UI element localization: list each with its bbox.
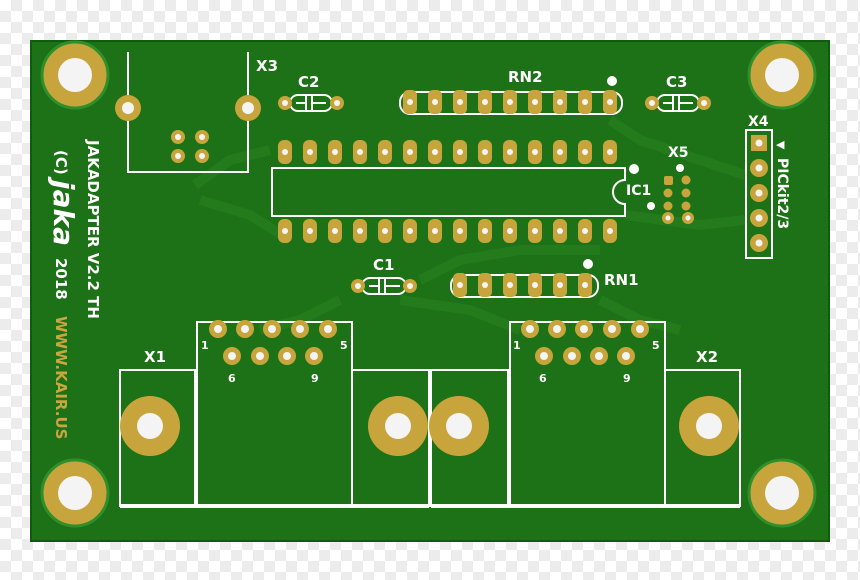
- connector-x1: [119, 320, 430, 508]
- x1-pin6-label: 6: [228, 372, 236, 385]
- ic1-package: [271, 140, 639, 243]
- x1-pin1-label: 1: [201, 339, 209, 352]
- connector-x4: [745, 129, 773, 259]
- label-x3: X3: [256, 57, 278, 75]
- url-text: WWW.KAIR.US: [52, 316, 70, 439]
- capacitor-c1: [351, 277, 417, 295]
- label-x5: X5: [668, 145, 689, 161]
- label-ic1: IC1: [626, 183, 651, 199]
- label-c2: C2: [298, 73, 319, 91]
- label-c3: C3: [666, 73, 687, 91]
- brand-logo-text: jaka: [47, 176, 80, 246]
- x2-pin9-label: 9: [623, 372, 631, 385]
- copyright-text: (C): [52, 150, 70, 175]
- x2-pin6-label: 6: [539, 372, 547, 385]
- label-rn1: RN1: [604, 271, 639, 289]
- pin1-arrow-icon: ◀: [776, 138, 785, 151]
- resistor-network-rn1: [450, 259, 599, 298]
- x1-pin5-label: 5: [340, 339, 348, 352]
- label-pickit: PICkit2/3: [774, 158, 790, 229]
- connector-x5: [647, 164, 694, 224]
- x1-pin9-label: 9: [311, 372, 319, 385]
- label-x1: X1: [144, 348, 166, 366]
- mounting-hole-bottom-right: [747, 458, 817, 528]
- label-c1: C1: [373, 256, 394, 274]
- capacitor-c2: [278, 94, 344, 112]
- mounting-hole-bottom-left: [40, 458, 110, 528]
- ic1-bottom-pins: [278, 219, 617, 243]
- connector-x2: [429, 320, 741, 508]
- label-x4: X4: [748, 114, 769, 130]
- mounting-hole-top-right: [747, 40, 817, 110]
- connector-x3: [115, 52, 261, 173]
- mounting-hole-top-left: [40, 40, 110, 110]
- label-rn2: RN2: [508, 68, 543, 86]
- year-text: 2018: [52, 258, 70, 300]
- x2-pin1-label: 1: [513, 339, 521, 352]
- capacitor-c3: [645, 94, 711, 112]
- label-x2: X2: [696, 348, 718, 366]
- resistor-network-rn2: [399, 76, 623, 115]
- x2-pin5-label: 5: [652, 339, 660, 352]
- product-name-text: JAKADAPTER V2.2 TH: [84, 139, 102, 319]
- board-info: (C) jaka 2018 JAKADAPTER V2.2 TH WWW.KAI…: [47, 139, 102, 439]
